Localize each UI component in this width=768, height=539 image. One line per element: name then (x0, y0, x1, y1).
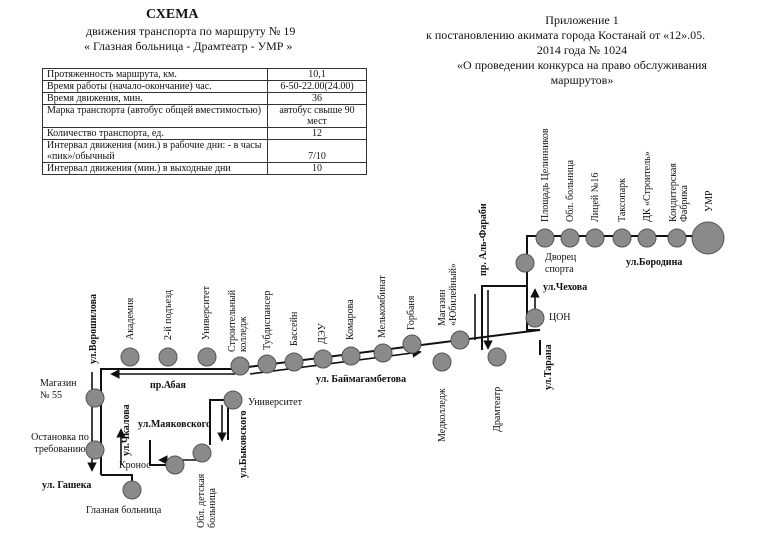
stop-label: Бассейн (289, 311, 300, 346)
stop-konditer (667, 228, 687, 248)
street-label: ул.Тарана (543, 344, 554, 390)
stop-glaznaya (122, 480, 142, 500)
stop-label: Кронос (119, 460, 151, 471)
stop-basseyn (284, 352, 304, 372)
stop-kronos (165, 455, 185, 475)
stop-label: Медколледж (437, 388, 448, 442)
stop-label: Лицей №16 (590, 172, 601, 222)
stop-universitet-v (197, 347, 217, 367)
stop-medkolledzh (432, 352, 452, 372)
stop-label: Обл. детская больница (196, 473, 218, 528)
stop-komarova (341, 346, 361, 366)
stop-con (525, 308, 545, 328)
stop-umr (691, 221, 725, 255)
appendix-line-5: маршрутов» (550, 73, 614, 87)
stop-melkombinat (373, 343, 393, 363)
appendix-line-1: Приложение 1 (545, 13, 619, 27)
stop-det-bolnica (192, 443, 212, 463)
street-label: ул. Баймагамбетова (316, 374, 407, 385)
scheme-subtitle: движения транспорта по маршруту № 19 (86, 24, 296, 38)
stop-label: Дворец спорта (545, 252, 577, 275)
route-line (100, 235, 700, 490)
stop-label: Остановка по требованию (31, 432, 89, 455)
route-info-table: Протяженность маршрута, км. 10,1 Время р… (42, 68, 367, 175)
table-label: Марка транспорта (автобус общей вместимо… (42, 104, 268, 128)
street-label: ул.Чкалова (121, 404, 132, 456)
stop-dzu (313, 349, 333, 369)
table-row: Интервал движения (мин.) в выходные дни … (42, 162, 367, 175)
street-label: ул. Гашека (42, 480, 92, 491)
appendix-line-3: 2014 года № 1024 (536, 43, 628, 57)
stop-akademiya (120, 347, 140, 367)
appendix-line-4: «О проведении конкурса на право обслужив… (457, 58, 707, 72)
stop-label: Университет (248, 397, 302, 408)
stop-stroit (230, 356, 250, 376)
stop-gorbanya (402, 334, 422, 354)
street-label: ул.Ворошилова (88, 293, 99, 364)
table-row: Время движения, мин. 36 (42, 92, 367, 105)
street-label: пр.Абая (150, 380, 186, 391)
stop-label: Горбаня (406, 295, 417, 330)
street-label: ул.Быковского (238, 410, 249, 478)
table-row: Время работы (начало-окончание) час. 6-5… (42, 80, 367, 93)
stop-dvorec (515, 253, 535, 273)
stop-label: Драмтеатр (492, 386, 503, 432)
stop-label: Площадь Целинников (540, 128, 551, 222)
stop-label: Мелькомбинат (377, 275, 388, 338)
stop-label: Строительный колледж (227, 289, 249, 352)
stop-label: Таксопарк (617, 178, 628, 222)
stop-dk (637, 228, 657, 248)
route-name: « Глазная больница - Драмтеатр - УМР » (84, 39, 293, 53)
stop-label: 2-й подъезд (163, 290, 174, 340)
street-label: ул.Маяковского (138, 419, 211, 430)
stop-label: Обл. больница (565, 159, 576, 222)
stops-layer (85, 221, 725, 500)
stop-label: Комарова (345, 299, 356, 340)
stop-universitet-h (223, 390, 243, 410)
street-label: ул.Чехова (543, 282, 588, 293)
stop-magazin-55 (85, 388, 105, 408)
stop-label: Тубдиспансер (262, 290, 273, 350)
stop-licey (585, 228, 605, 248)
stop-taksopark (612, 228, 632, 248)
street-label: ул.Бородина (626, 257, 683, 268)
stop-label: Университет (201, 286, 212, 340)
stop-ploshad (535, 228, 555, 248)
table-value: 10 (267, 162, 367, 175)
stop-label: Академия (125, 297, 136, 340)
stop-label: ДК «Строитель» (642, 151, 653, 222)
table-row: Количество транспорта, ед. 12 (42, 127, 367, 140)
stop-obl-bolnica (560, 228, 580, 248)
stop-tub (257, 354, 277, 374)
stop-label: Кондитерская Фабрика (668, 163, 690, 222)
scheme-title: СХЕМА (146, 7, 199, 22)
stop-ostanovka (85, 440, 105, 460)
stop-label: Магазин № 55 (40, 378, 77, 401)
stop-label: УМР (704, 190, 715, 212)
street-label: пр. Аль-Фараби (478, 203, 489, 276)
stop-dramteatr (487, 347, 507, 367)
appendix-block: Приложение 1 к постановлению акимата гор… (426, 13, 732, 88)
stop-podezd (158, 347, 178, 367)
appendix-line-2: к постановлению акимата города Костанай … (426, 28, 706, 42)
stop-yubileyny (450, 330, 470, 350)
stop-label: ЦОН (549, 312, 571, 323)
stop-label: Магазин «Юбилейный» (437, 263, 459, 326)
stop-label: ДЭУ (317, 323, 328, 344)
stop-label: Глазная больница (86, 505, 162, 516)
table-label: Интервал движения (мин.) в выходные дни (42, 162, 268, 175)
